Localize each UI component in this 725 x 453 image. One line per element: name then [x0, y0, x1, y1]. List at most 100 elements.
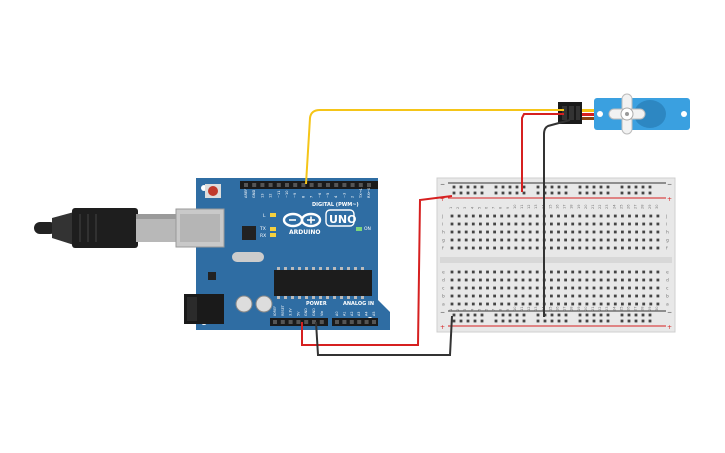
breadboard-hole[interactable] — [635, 222, 638, 226]
breadboard-hole[interactable] — [557, 246, 560, 250]
breadboard-hole[interactable] — [564, 302, 567, 306]
breadboard-hole[interactable] — [535, 302, 539, 306]
rail-hole[interactable] — [522, 191, 526, 195]
breadboard-hole[interactable] — [649, 294, 653, 298]
breadboard-hole[interactable] — [535, 238, 539, 242]
breadboard-hole[interactable] — [479, 214, 482, 218]
rail-hole[interactable] — [536, 313, 540, 317]
power-header-pin[interactable] — [280, 320, 285, 324]
breadboard-hole[interactable] — [628, 278, 631, 282]
breadboard-hole[interactable] — [500, 270, 504, 274]
rail-hole[interactable] — [634, 313, 638, 317]
breadboard-hole[interactable] — [507, 222, 511, 226]
breadboard-hole[interactable] — [592, 246, 596, 250]
analog-header-pin[interactable] — [342, 320, 347, 324]
breadboard-hole[interactable] — [557, 286, 560, 290]
rail-hole[interactable] — [627, 185, 631, 189]
breadboard-hole[interactable] — [493, 286, 496, 290]
breadboard-hole[interactable] — [571, 294, 575, 298]
rail-hole[interactable] — [620, 191, 624, 195]
breadboard-hole[interactable] — [450, 230, 454, 234]
breadboard-hole[interactable] — [507, 278, 511, 282]
breadboard-hole[interactable] — [457, 214, 461, 218]
breadboard-hole[interactable] — [464, 270, 468, 274]
breadboard-hole[interactable] — [578, 214, 582, 218]
rail-hole[interactable] — [466, 191, 470, 195]
breadboard-hole[interactable] — [621, 222, 624, 226]
breadboard-hole[interactable] — [571, 286, 575, 290]
breadboard-hole[interactable] — [592, 278, 596, 282]
power-header-pin[interactable] — [296, 320, 301, 324]
breadboard-hole[interactable] — [578, 222, 582, 226]
rail-hole[interactable] — [480, 185, 484, 189]
breadboard-hole[interactable] — [450, 238, 454, 242]
power-header-pin[interactable] — [319, 320, 324, 324]
breadboard-hole[interactable] — [550, 294, 553, 298]
breadboard-hole[interactable] — [486, 294, 489, 298]
breadboard-hole[interactable] — [521, 302, 525, 306]
rail-hole[interactable] — [466, 319, 470, 323]
breadboard-hole[interactable] — [464, 222, 468, 226]
header-pin[interactable] — [252, 183, 257, 187]
rail-hole[interactable] — [564, 313, 568, 317]
rail-hole[interactable] — [452, 185, 456, 189]
breadboard-hole[interactable] — [464, 286, 468, 290]
breadboard-hole[interactable] — [571, 246, 575, 250]
breadboard-hole[interactable] — [613, 302, 617, 306]
header-pin[interactable] — [309, 183, 314, 187]
breadboard-hole[interactable] — [621, 286, 624, 290]
breadboard-hole[interactable] — [457, 238, 461, 242]
breadboard-hole[interactable] — [479, 270, 482, 274]
header-pin[interactable] — [317, 183, 322, 187]
rail-hole[interactable] — [515, 185, 519, 189]
rail-hole[interactable] — [452, 191, 456, 195]
breadboard-hole[interactable] — [585, 270, 589, 274]
rail-hole[interactable] — [557, 185, 561, 189]
breadboard-hole[interactable] — [585, 294, 589, 298]
header-pin[interactable] — [334, 183, 339, 187]
breadboard-hole[interactable] — [656, 222, 660, 226]
breadboard-hole[interactable] — [649, 246, 653, 250]
breadboard-hole[interactable] — [585, 222, 589, 226]
breadboard-hole[interactable] — [635, 294, 638, 298]
rail-hole[interactable] — [459, 185, 463, 189]
breadboard-hole[interactable] — [479, 294, 482, 298]
breadboard-hole[interactable] — [521, 294, 525, 298]
breadboard-hole[interactable] — [592, 294, 596, 298]
rail-hole[interactable] — [592, 319, 596, 323]
breadboard-hole[interactable] — [642, 278, 646, 282]
breadboard-hole[interactable] — [564, 294, 567, 298]
breadboard-hole[interactable] — [564, 214, 567, 218]
breadboard-hole[interactable] — [550, 270, 553, 274]
rail-hole[interactable] — [473, 191, 477, 195]
5v-power-wire[interactable] — [301, 195, 453, 346]
breadboard-hole[interactable] — [564, 286, 567, 290]
breadboard-hole[interactable] — [486, 230, 489, 234]
breadboard-hole[interactable] — [656, 214, 660, 218]
rail-hole[interactable] — [501, 313, 505, 317]
breadboard-hole[interactable] — [457, 230, 461, 234]
breadboard-hole[interactable] — [521, 222, 525, 226]
breadboard-hole[interactable] — [649, 214, 653, 218]
breadboard-hole[interactable] — [471, 222, 475, 226]
rail-hole[interactable] — [578, 191, 582, 195]
breadboard-hole[interactable] — [464, 230, 468, 234]
breadboard-hole[interactable] — [507, 230, 511, 234]
power-header-pin[interactable] — [288, 320, 293, 324]
breadboard-hole[interactable] — [550, 286, 553, 290]
breadboard-hole[interactable] — [493, 222, 496, 226]
rail-hole[interactable] — [501, 185, 505, 189]
breadboard-hole[interactable] — [578, 278, 582, 282]
breadboard-hole[interactable] — [656, 286, 660, 290]
breadboard-hole[interactable] — [550, 230, 553, 234]
breadboard-hole[interactable] — [606, 222, 610, 226]
breadboard-hole[interactable] — [450, 214, 454, 218]
rail-hole[interactable] — [508, 313, 512, 317]
breadboard-hole[interactable] — [621, 302, 624, 306]
rail-hole[interactable] — [606, 313, 610, 317]
breadboard-hole[interactable] — [514, 222, 518, 226]
breadboard-hole[interactable] — [479, 230, 482, 234]
breadboard-hole[interactable] — [642, 246, 646, 250]
rail-hole[interactable] — [459, 313, 463, 317]
breadboard-hole[interactable] — [621, 246, 624, 250]
